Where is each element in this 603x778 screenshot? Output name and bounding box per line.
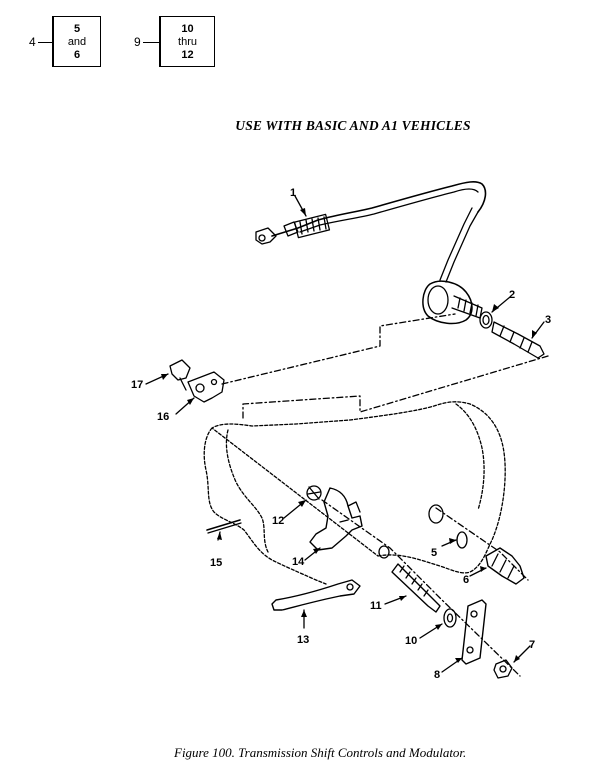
callout-numbers: 1 2 3 5 6 7 8 10 11 12 13 14 15 16 17 (131, 187, 551, 681)
callout-1: 1 (290, 187, 296, 199)
ref-box-line: 10 (181, 23, 194, 35)
pressure-fitting-threads (491, 553, 515, 579)
callout-10: 10 (405, 635, 417, 647)
ref-box-line: and (67, 36, 87, 48)
transmission-housing-outline (203, 401, 506, 585)
cable-nut (283, 221, 299, 237)
callout-14: 14 (292, 556, 305, 568)
pressure-fitting (485, 547, 525, 585)
lever-nut-hole (499, 665, 507, 673)
parking-lever-hole (346, 583, 354, 591)
callout-arrowheads (161, 208, 537, 663)
housing-lower-edge (225, 429, 269, 553)
modulator-valve (491, 321, 545, 359)
modulator-valve-lands (499, 325, 533, 353)
callout-12: 12 (272, 515, 284, 527)
ref-box-10-thru-12: 10 thru 12 (159, 16, 215, 67)
parking-lever (271, 579, 361, 611)
callout-leaders (145, 195, 545, 673)
o-ring (479, 311, 493, 329)
ref-box-5-and-6: 5 and 6 (52, 16, 101, 67)
modulator-spindle (451, 295, 483, 319)
shaft-washer (443, 608, 457, 628)
shaft-seal (378, 545, 390, 559)
cable-conduit-inner (439, 207, 473, 281)
detent-roller (306, 485, 322, 501)
assembly-leader-modulator-port (435, 507, 529, 581)
cable-conduit (445, 211, 479, 283)
modulator-spindle-threads (457, 297, 479, 317)
bracket-hole (210, 378, 218, 386)
callout-13: 13 (297, 634, 309, 646)
ref-leader-4 (38, 42, 52, 43)
ref-box-line: 5 (73, 23, 81, 35)
clevis-pin-hole (258, 234, 266, 242)
callout-15: 15 (210, 557, 222, 569)
callout-11: 11 (370, 600, 382, 612)
shaft-washer-inner (446, 613, 454, 623)
roll-pin (206, 519, 241, 531)
ref-box-line: thru (178, 36, 197, 48)
selector-lever-plate (461, 599, 487, 665)
cable-bracket (187, 371, 225, 403)
modulator-face (427, 285, 449, 315)
bracket-hole (195, 383, 205, 393)
shift-cable-inner (299, 188, 479, 233)
plate-hole (470, 610, 478, 618)
bracket-bolt (169, 359, 191, 391)
ref-box-line: 6 (73, 49, 81, 61)
port-seal (456, 531, 468, 549)
callout-6: 6 (463, 574, 469, 586)
assembly-leader-shaft (321, 499, 521, 677)
figure-caption: Figure 100. Transmission Shift Controls … (174, 745, 467, 760)
housing-right-face (455, 403, 485, 511)
cable-end-clevis (255, 227, 277, 245)
roll-pin-edge (207, 522, 242, 534)
assembly-leader-cable (221, 313, 456, 385)
ref-number-4: 4 (29, 35, 36, 49)
cable-adjuster-threads (299, 216, 327, 235)
lever-nut (493, 659, 513, 679)
callout-16: 16 (157, 411, 169, 423)
shift-cable (271, 181, 487, 237)
assembly-leader-modulator (242, 355, 549, 419)
detent-lever-notches (339, 501, 361, 523)
ref-number-9: 9 (134, 35, 141, 49)
o-ring-inner (482, 314, 490, 326)
manual-shaft (391, 563, 441, 613)
ref-leader-9 (143, 42, 159, 43)
ref-box-line: 12 (181, 49, 194, 61)
manual-shaft-splines (399, 565, 429, 597)
callout-3: 3 (545, 314, 551, 326)
plate-hole (466, 646, 474, 654)
detent-lever (309, 487, 363, 551)
modulator-housing (422, 280, 473, 325)
callout-8: 8 (434, 669, 440, 681)
figure-heading: USE WITH BASIC AND A1 VEHICLES (235, 118, 471, 133)
callout-2: 2 (509, 289, 515, 301)
callout-7: 7 (529, 639, 535, 651)
detent-roller-teeth (307, 486, 321, 500)
callout-5: 5 (431, 547, 437, 559)
callout-17: 17 (131, 379, 143, 391)
housing-port (428, 504, 444, 524)
